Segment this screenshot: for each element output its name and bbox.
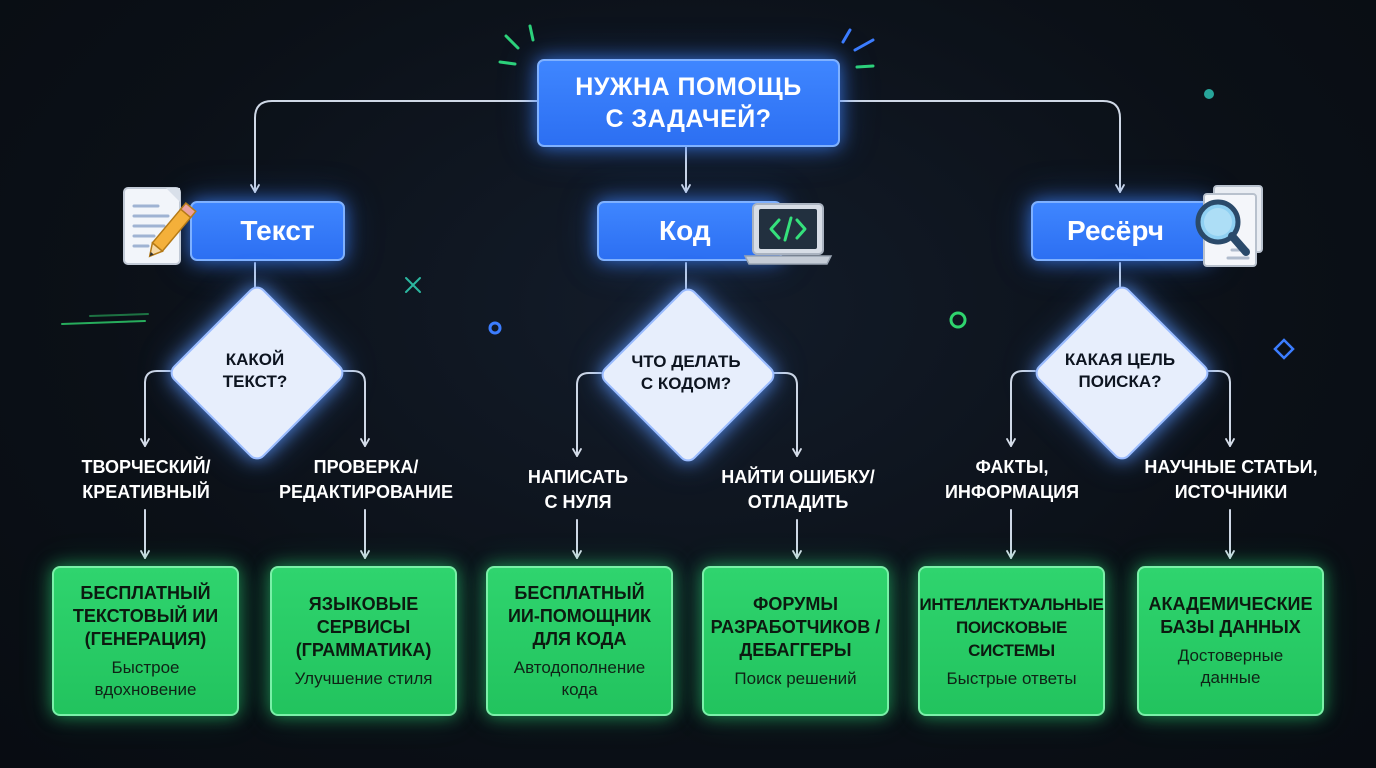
result-subtitle: Быстрое вдохновение — [94, 657, 197, 699]
result-subtitle: Достоверные данные — [1177, 646, 1284, 687]
decision-code-label: ЧТО ДЕЛАТЬ С КОДОМ? — [631, 352, 741, 393]
root-title: НУЖНА ПОМОЩЬ С ЗАДАЧЕЙ? — [575, 73, 802, 133]
category-title: Текст — [240, 215, 315, 246]
result-card[interactable]: АКАДЕМИЧЕСКИЕ БАЗЫ ДАННЫХ Достоверные да… — [1137, 566, 1324, 716]
result-title: БЕСПЛАТНЫЙ ТЕКСТОВЫЙ ИИ (ГЕНЕРАЦИЯ) — [72, 582, 219, 649]
root-node[interactable]: НУЖНА ПОМОЩЬ С ЗАДАЧЕЙ? — [537, 59, 840, 147]
category-title: Ресёрч — [1067, 215, 1164, 246]
category-research-node[interactable]: Ресёрч — [1031, 201, 1211, 261]
result-title: ЯЗЫКОВЫЕ СЕРВИСЫ (ГРАММАТИКА) — [295, 593, 432, 660]
result-subtitle: Быстрые ответы — [946, 668, 1077, 688]
document-pencil-icon — [123, 187, 197, 265]
option-label: НАПИСАТЬ С НУЛЯ — [527, 467, 629, 512]
result-card[interactable]: ФОРУМЫ РАЗРАБОТЧИКОВ / ДЕБАГГЕРЫ Поиск р… — [702, 566, 889, 716]
option-label: ПРОВЕРКА/ РЕДАКТИРОВАНИЕ — [278, 457, 453, 502]
result-subtitle: Поиск решений — [734, 668, 857, 688]
result-title: АКАДЕМИЧЕСКИЕ БАЗЫ ДАННЫХ — [1148, 594, 1313, 637]
option-label: НАУЧНЫЕ СТАТЬИ, ИСТОЧНИКИ — [1144, 457, 1318, 502]
result-card[interactable]: БЕСПЛАТНЫЙ ИИ-ПОМОЩНИК ДЛЯ КОДА Автодопо… — [486, 566, 673, 716]
laptop-code-icon — [743, 203, 833, 265]
option-label: НАЙТИ ОШИБКУ/ ОТЛАДИТЬ — [721, 467, 875, 512]
category-text-node[interactable]: Текст — [190, 201, 345, 261]
background-decorations — [61, 89, 1295, 360]
category-title: Код — [659, 215, 711, 246]
decision-text-label: КАКОЙ ТЕКСТ? — [222, 350, 288, 391]
sparkle-decoration — [498, 24, 875, 69]
result-card[interactable]: ИНТЕЛЛЕКТУАЛЬНЫЕ ПОИСКОВЫЕ СИСТЕМЫ Быстр… — [918, 566, 1105, 716]
result-subtitle: Улучшение стиля — [294, 668, 433, 688]
result-title: ФОРУМЫ РАЗРАБОТЧИКОВ / ДЕБАГГЕРЫ — [710, 593, 881, 660]
decision-research-label: КАКАЯ ЦЕЛЬ ПОИСКА? — [1064, 350, 1176, 391]
result-card[interactable]: ЯЗЫКОВЫЕ СЕРВИСЫ (ГРАММАТИКА) Улучшение … — [270, 566, 457, 716]
result-subtitle: Автодополнение кода — [513, 657, 646, 699]
result-card[interactable]: БЕСПЛАТНЫЙ ТЕКСТОВЫЙ ИИ (ГЕНЕРАЦИЯ) Быст… — [52, 566, 239, 716]
option-label: ТВОРЧЕСКИЙ/ КРЕАТИВНЫЙ — [81, 457, 211, 502]
result-title: ИНТЕЛЛЕКТУАЛЬНЫЕ ПОИСКОВЫЕ СИСТЕМЫ — [919, 594, 1104, 660]
magnifier-documents-icon — [1195, 185, 1263, 267]
option-label: ФАКТЫ, ИНФОРМАЦИЯ — [944, 457, 1080, 502]
result-title: БЕСПЛАТНЫЙ ИИ-ПОМОЩНИК ДЛЯ КОДА — [507, 582, 652, 649]
